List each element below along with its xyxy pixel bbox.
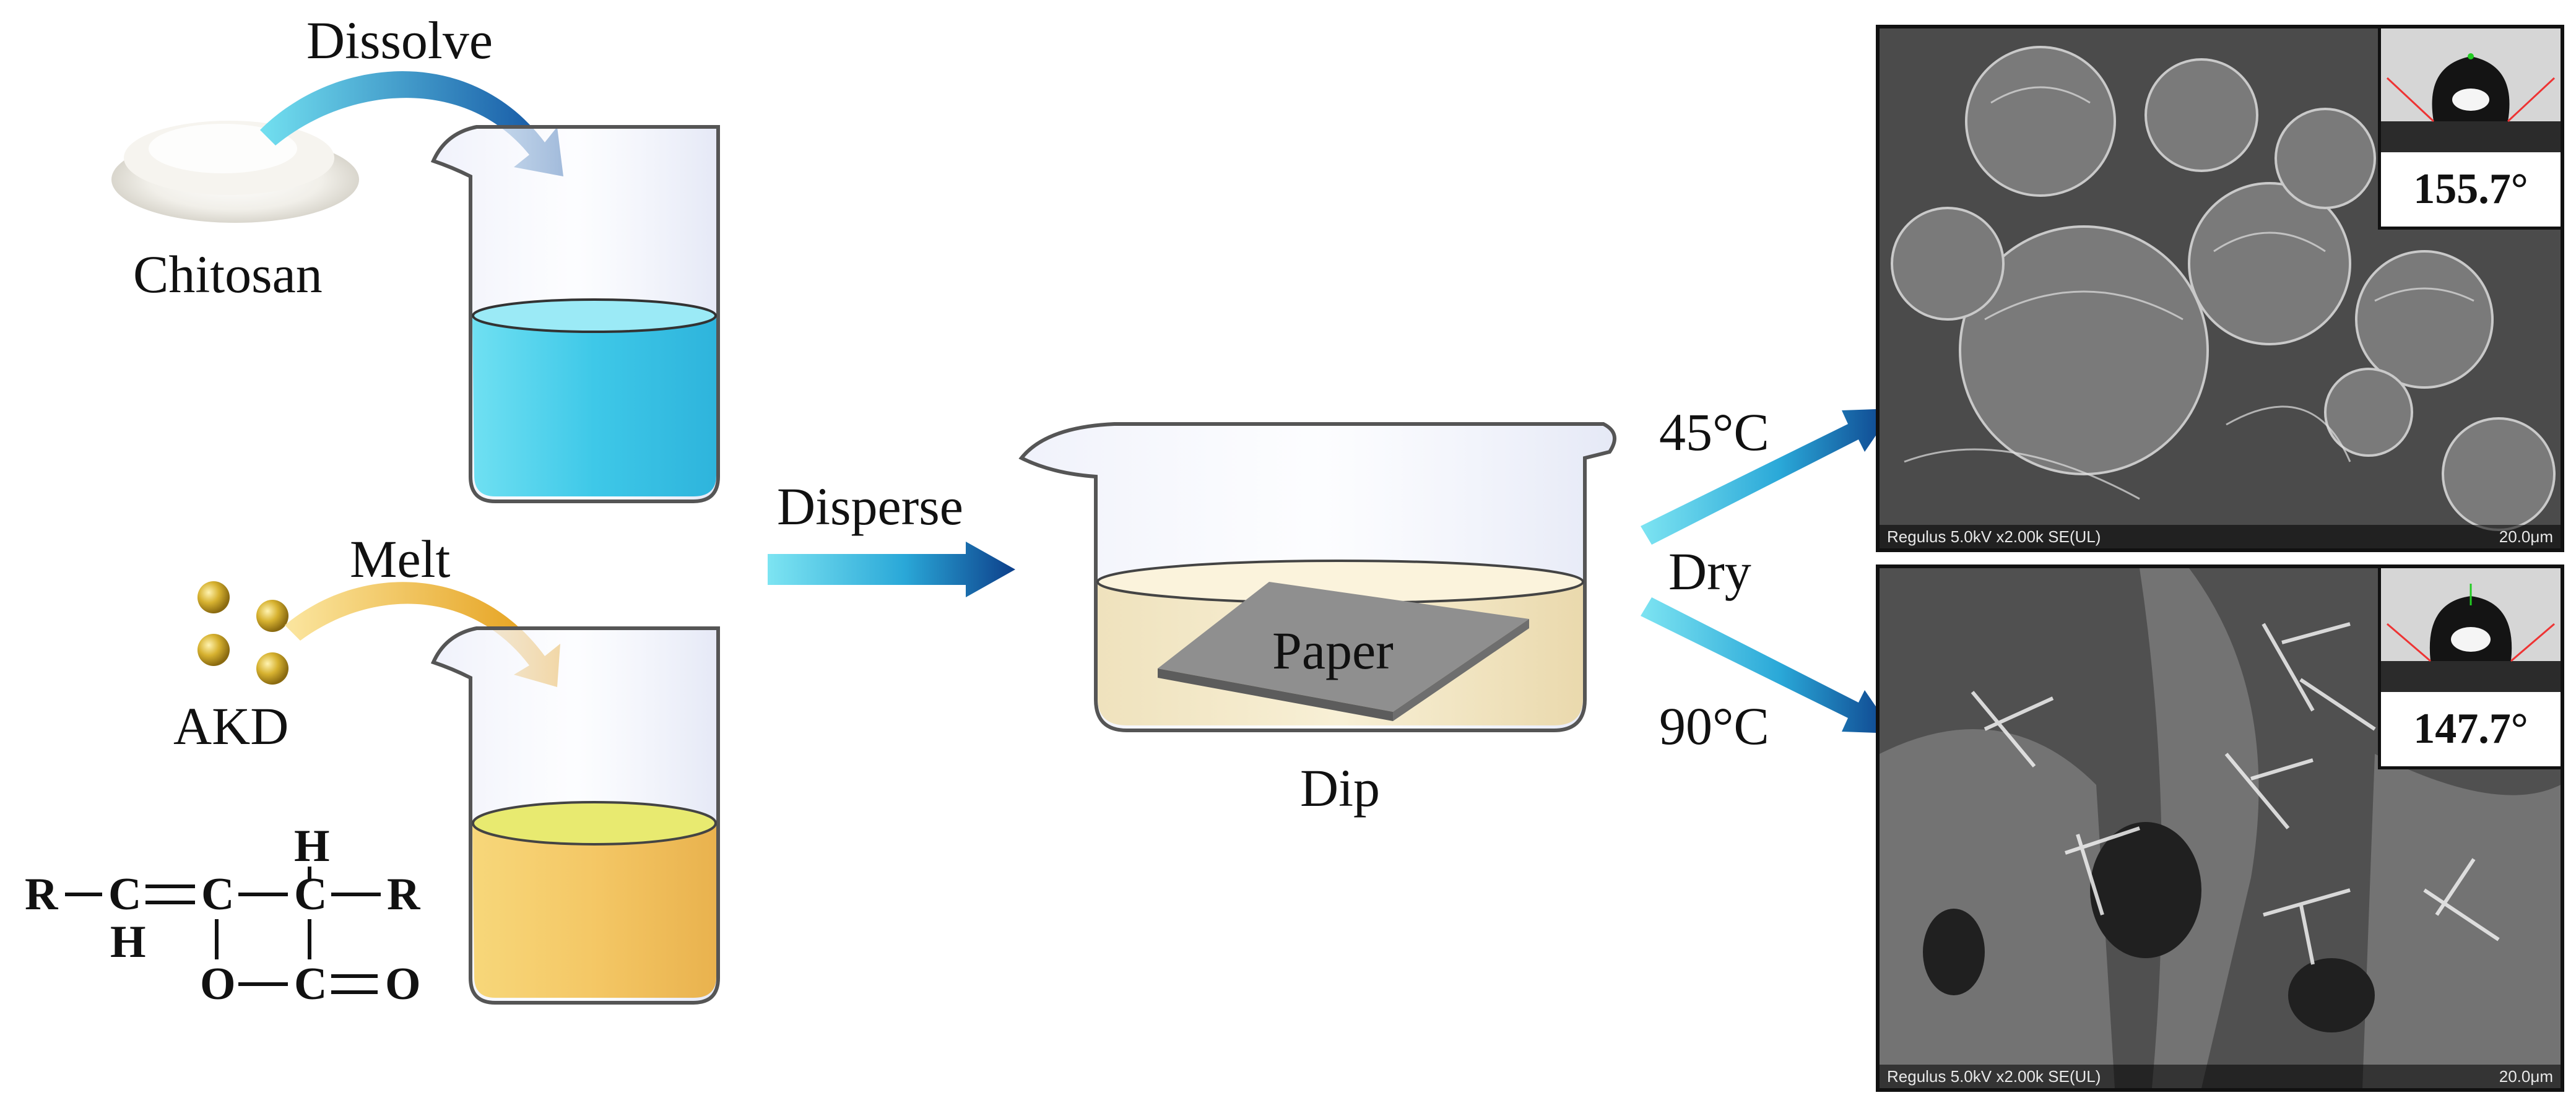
droplet-photo-45c [2381, 28, 2561, 152]
chem-r-left: R [25, 869, 58, 920]
chem-r-right: R [387, 869, 420, 920]
contact-angle-inset-45c: 155.7° [2378, 28, 2561, 230]
dip-label: Dip [1300, 758, 1380, 818]
droplet-photo-90c [2381, 568, 2561, 692]
chem-h-below: H [110, 917, 146, 967]
chem-c2: C [201, 869, 235, 920]
dry-label: Dry [1668, 542, 1751, 601]
chem-c1: C [108, 869, 142, 920]
disperse-arrow [768, 542, 1015, 597]
chem-o-ring: O [200, 959, 236, 1010]
sem-scale-90c: 20.0μm [2499, 1067, 2553, 1086]
sem-footer-45c: Regulus 5.0kV x2.00k SE(UL) 20.0μm [1880, 525, 2561, 548]
chitosan-label: Chitosan [133, 244, 323, 304]
melt-arrow [285, 582, 560, 687]
paper-sheet [1158, 582, 1529, 721]
contact-angle-90c: 147.7° [2413, 705, 2528, 753]
temp-low-label: 45°C [1659, 402, 1769, 462]
sem-footer-left-45c: Regulus 5.0kV x2.00k SE(UL) [1887, 527, 2101, 546]
chem-h-above: H [294, 821, 330, 872]
sem-image-45c: Regulus 5.0kV x2.00k SE(UL) 20.0μm 155.7… [1876, 25, 2564, 552]
chitosan-powder [111, 121, 359, 223]
dissolve-arrow [260, 71, 563, 176]
sem-footer-left-90c: Regulus 5.0kV x2.00k SE(UL) [1887, 1067, 2101, 1086]
contact-angle-45c: 155.7° [2413, 165, 2528, 213]
disperse-label: Disperse [777, 477, 963, 536]
akd-label: AKD [173, 696, 289, 756]
dry-arrow-upper [1641, 409, 1894, 545]
beaker-chitosan [430, 125, 720, 503]
contact-angle-inset-90c: 147.7° [2378, 568, 2561, 769]
akd-structure-bonds [65, 867, 381, 994]
chem-c3: C [294, 869, 327, 920]
sem-footer-90c: Regulus 5.0kV x2.00k SE(UL) 20.0μm [1880, 1065, 2561, 1088]
dry-arrow-lower [1641, 597, 1894, 733]
akd-balls [197, 581, 288, 685]
sem-scale-45c: 20.0μm [2499, 527, 2553, 546]
paper-label: Paper [1272, 621, 1394, 680]
sem-image-90c: Regulus 5.0kV x2.00k SE(UL) 20.0μm 147.7… [1876, 564, 2564, 1092]
temp-high-label: 90°C [1659, 696, 1769, 756]
chem-c4: C [294, 959, 327, 1010]
beaker-akd [430, 626, 720, 1005]
dissolve-label: Dissolve [306, 11, 493, 70]
melt-label: Melt [350, 529, 451, 589]
sem-texture-flakes [1880, 568, 2561, 1088]
chem-o-carbonyl: O [385, 959, 421, 1010]
